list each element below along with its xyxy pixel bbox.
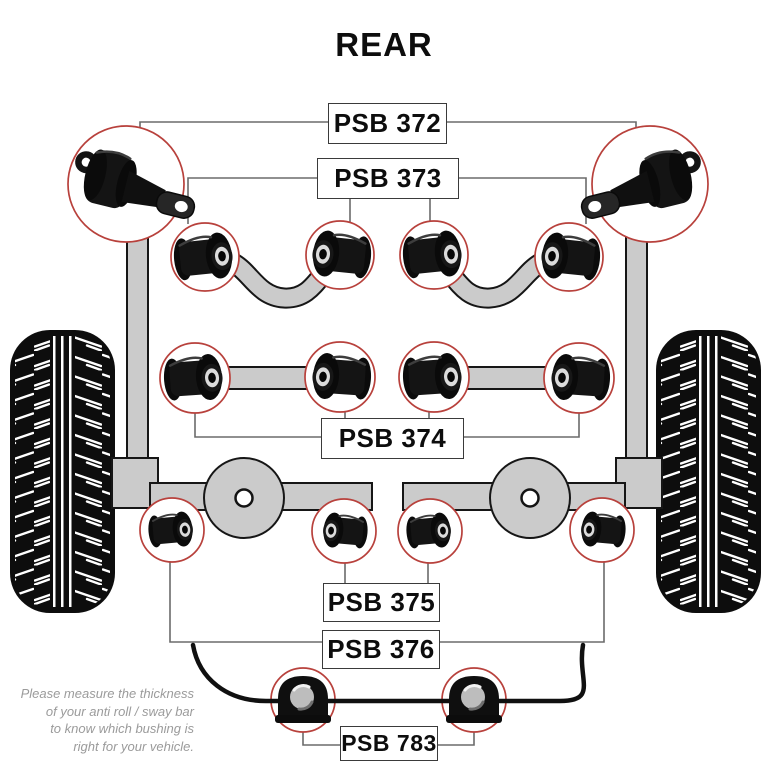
connector-psb783-left — [302, 731, 340, 746]
part-label-psb-372: PSB 372 — [328, 103, 447, 144]
diagram-title: REAR — [335, 26, 433, 63]
note-line: Please measure the thickness — [20, 686, 194, 701]
part-label-psb-375: PSB 375 — [323, 583, 440, 622]
connector-psb376-right — [438, 559, 605, 643]
measurement-note: Please measure the thickness of your ant… — [18, 685, 194, 755]
connector-psb373-right — [457, 177, 587, 224]
connector-psb374-right — [462, 412, 580, 438]
connector-lines — [139, 121, 637, 746]
lower-arm-left-hole — [234, 488, 254, 508]
connector-psb372-right — [445, 121, 637, 133]
left-tire — [10, 330, 115, 613]
connector-psb374-left — [194, 412, 321, 438]
lower-arm-right-hole — [520, 488, 540, 508]
note-line: of your anti roll / sway bar — [45, 703, 194, 719]
right-tire — [656, 330, 761, 613]
connector-psb373-left — [187, 177, 317, 224]
connector-psb376-left — [169, 559, 322, 643]
right-strut — [625, 231, 648, 476]
sway-bar-bushing-icon — [444, 674, 504, 725]
note-line: to know which bushing is — [50, 721, 194, 736]
connector-psb783-right — [436, 731, 475, 746]
left-strut — [126, 231, 149, 476]
connector-psb372-left — [139, 121, 328, 133]
sway-bar-bushing-icon — [273, 674, 333, 725]
note-line: right for your vehicle. — [73, 738, 194, 754]
sway-bar — [190, 642, 587, 704]
part-label-psb-376: PSB 376 — [322, 630, 440, 669]
part-label-psb-373: PSB 373 — [317, 158, 459, 199]
part-label-psb-374: PSB 374 — [321, 418, 464, 459]
part-label-psb-783: PSB 783 — [340, 726, 438, 761]
